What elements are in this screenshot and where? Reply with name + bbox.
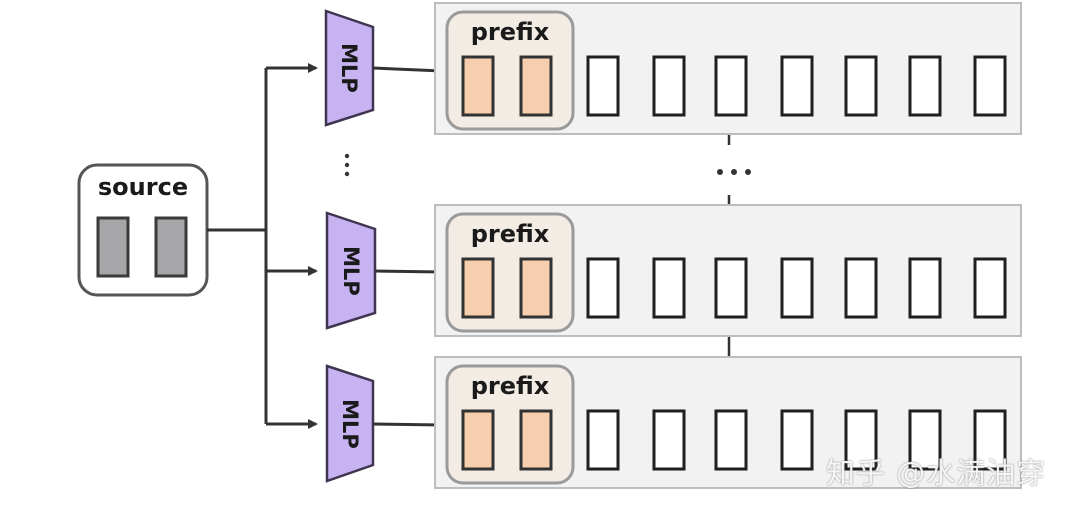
mlp-1: MLP: [324, 9, 375, 127]
layers-group: prefix prefix prefix: [434, 2, 1022, 489]
layer-token: [844, 409, 878, 471]
layer-token: [844, 55, 878, 117]
prefix-label: prefix: [471, 18, 550, 46]
layer-token: [714, 409, 748, 471]
arrow-to-layer-1: [372, 65, 444, 76]
layer-token: [780, 55, 814, 117]
layer-panel-3: prefix: [434, 356, 1022, 489]
mlp-vertical-ellipsis: [344, 153, 350, 177]
layer-token: [908, 409, 942, 471]
layer-token: [652, 55, 686, 117]
mlp-to-layer-arrows: [372, 65, 444, 430]
prefix-label: prefix: [471, 372, 550, 400]
layer-token: [714, 55, 748, 117]
source-connectors: [207, 63, 318, 429]
layer-token: [973, 55, 1007, 117]
mlp-label: MLP: [337, 43, 361, 93]
layer-token: [908, 55, 942, 117]
layer-token: [973, 257, 1007, 319]
prefix-token: [519, 409, 553, 471]
source-token: [154, 216, 188, 278]
prefix-label: prefix: [471, 220, 550, 248]
layer-token: [586, 257, 620, 319]
prefix-token: [461, 55, 495, 117]
layer-token: [586, 55, 620, 117]
layer-panel-2: prefix: [434, 204, 1022, 337]
arrow-to-layer-3: [372, 419, 444, 430]
source-token: [96, 216, 130, 278]
mlp-shape: [325, 211, 377, 330]
mlp-shape: [325, 364, 375, 483]
layer-token: [973, 409, 1007, 471]
mlp-2: MLP: [325, 211, 377, 330]
layer-token: [780, 257, 814, 319]
mlp-label: MLP: [339, 246, 363, 296]
layer-token: [652, 257, 686, 319]
watermark: 知乎 @水满油穿: [826, 456, 1047, 490]
mlp-3: MLP: [325, 364, 375, 483]
layer-token: [780, 409, 814, 471]
prefix-token: [461, 409, 495, 471]
source-block: source: [77, 163, 209, 297]
layer-token: [652, 409, 686, 471]
layer-panel-1: prefix: [434, 2, 1022, 135]
layer-token: [714, 257, 748, 319]
layer-token: [908, 257, 942, 319]
prefix-token: [461, 257, 495, 319]
mlp-label: MLP: [338, 399, 362, 449]
mlp-shape: [324, 9, 375, 127]
layer-token: [844, 257, 878, 319]
prefix-token: [519, 257, 553, 319]
arrow-to-layer-2: [374, 266, 444, 277]
layer-token: [586, 409, 620, 471]
source-label: source: [98, 173, 188, 201]
prefix-token: [519, 55, 553, 117]
layer-horizontal-ellipsis: [717, 169, 751, 175]
